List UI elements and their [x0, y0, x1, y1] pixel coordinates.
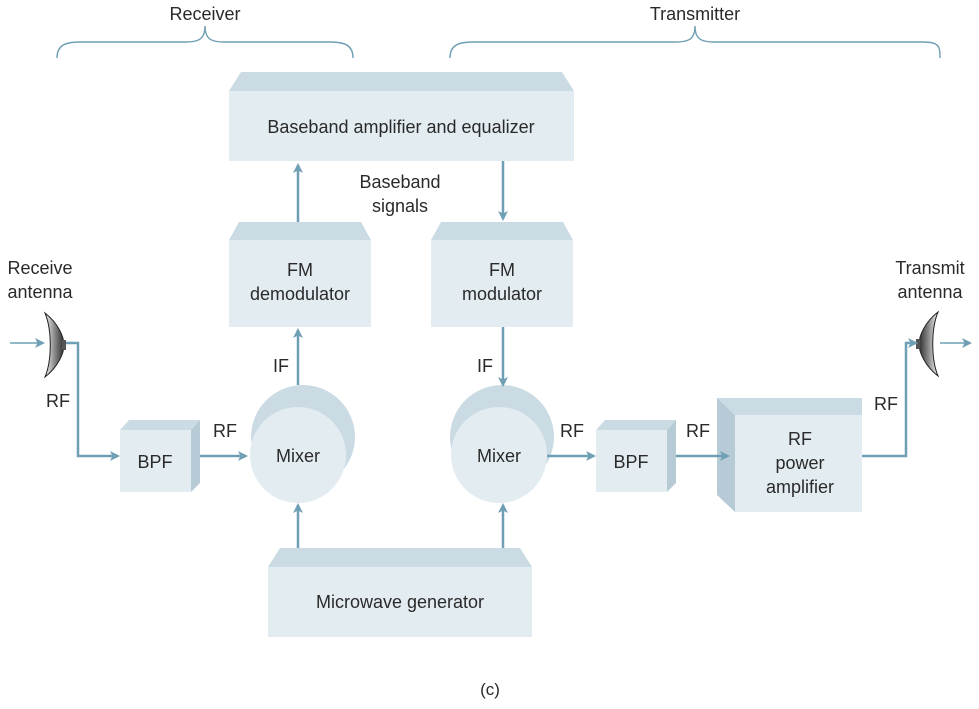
transmitter-label: Transmitter: [650, 4, 740, 24]
if-rx-label: IF: [273, 356, 289, 376]
fm-modulator-label-1: FM: [489, 260, 515, 280]
rf-tx-bpf-out-label: RF: [686, 421, 710, 441]
receiver-brace: [56, 25, 354, 59]
transmitter-brace: [449, 25, 941, 59]
transmit-antenna-icon: [916, 310, 940, 378]
receive-antenna-icon: [43, 311, 66, 379]
bpf-tx-label: BPF: [613, 452, 648, 472]
if-tx-label: IF: [477, 356, 493, 376]
figure-caption: (c): [480, 680, 500, 699]
rf-amp-label-3: amplifier: [766, 477, 834, 497]
rf-amp-label-2: power: [775, 453, 824, 473]
mixer-tx-block: Mixer: [450, 385, 554, 503]
microwave-generator-label: Microwave generator: [316, 592, 484, 612]
fm-modulator-block: FM modulator: [431, 222, 573, 327]
bpf-rx-label: BPF: [137, 452, 172, 472]
baseband-signals-label-1: Baseband: [359, 172, 440, 192]
amp-to-antenna-line: [862, 338, 918, 458]
bpf-rx-block: BPF: [120, 420, 200, 492]
mixer-rx-label: Mixer: [276, 446, 320, 466]
microwave-generator-block: Microwave generator: [268, 548, 532, 637]
fm-demodulator-block: FM demodulator: [229, 222, 371, 327]
rf-amp-label-1: RF: [788, 429, 812, 449]
baseband-amplifier-block: Baseband amplifier and equalizer: [229, 72, 574, 161]
receiver-label: Receiver: [169, 4, 240, 24]
mixer-tx-label: Mixer: [477, 446, 521, 466]
rf-rx-in-label: RF: [46, 391, 70, 411]
fm-demodulator-label-1: FM: [287, 260, 313, 280]
fm-modulator-label-2: modulator: [462, 284, 542, 304]
receive-antenna-label-1: Receive: [7, 258, 72, 278]
transmit-antenna-label-1: Transmit: [895, 258, 964, 278]
antenna-to-bpf-line: [66, 341, 120, 461]
receive-antenna-label-2: antenna: [7, 282, 73, 302]
baseband-signals-label-2: signals: [372, 196, 428, 216]
baseband-amplifier-label: Baseband amplifier and equalizer: [267, 117, 534, 137]
rf-rx-bpf-out-label: RF: [213, 421, 237, 441]
rf-tx-mixer-out-label: RF: [560, 421, 584, 441]
transmit-antenna-label-2: antenna: [897, 282, 963, 302]
rf-power-amplifier-block: RF power amplifier: [717, 398, 862, 512]
mixer-rx-block: Mixer: [250, 385, 355, 503]
bpf-tx-block: BPF: [596, 420, 676, 492]
rf-tx-out-label: RF: [874, 394, 898, 414]
fm-demodulator-label-2: demodulator: [250, 284, 350, 304]
